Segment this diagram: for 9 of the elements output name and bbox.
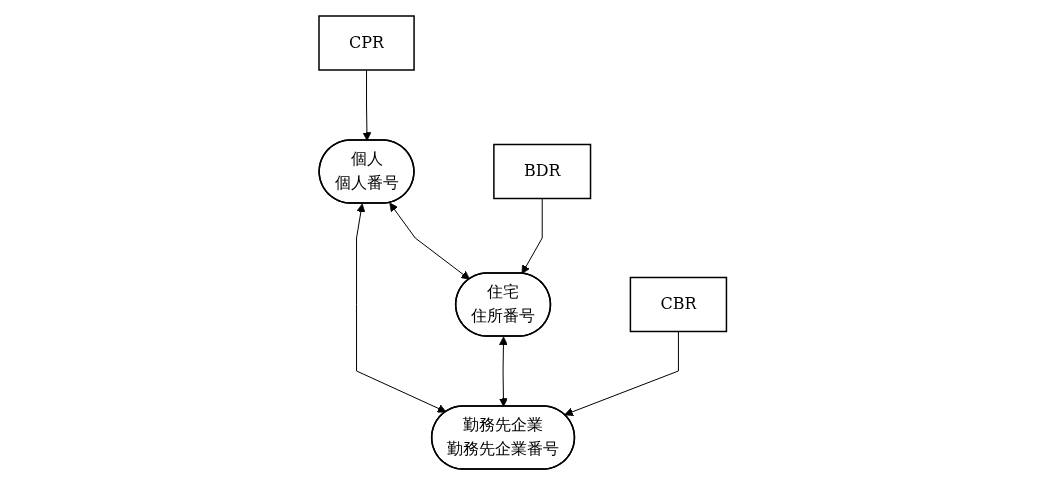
arrow bbox=[521, 198, 543, 274]
arrow bbox=[389, 202, 470, 280]
node-box: BDR bbox=[492, 143, 592, 200]
arrow bbox=[362, 69, 372, 141]
node-box: CPR bbox=[318, 15, 415, 71]
node-box: CBR bbox=[629, 276, 727, 333]
arrow bbox=[355, 203, 447, 413]
arrow bbox=[564, 331, 679, 417]
arrow bbox=[498, 336, 508, 407]
